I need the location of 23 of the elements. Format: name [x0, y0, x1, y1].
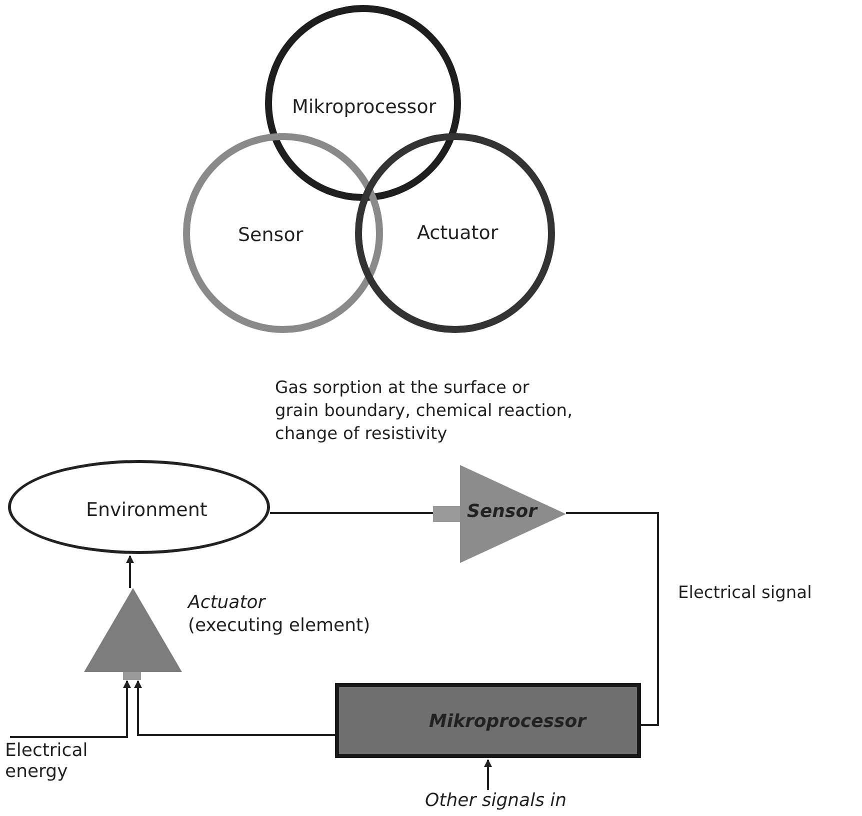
- node-label: Actuator: [417, 222, 498, 244]
- node-label: Mikroprocessor: [292, 96, 436, 118]
- ellipse-node: [8, 460, 270, 554]
- node-label: Sensor: [467, 501, 537, 522]
- node-label: Mikroprocessor: [429, 711, 586, 732]
- venn-circle: [265, 5, 461, 201]
- node-label: Other signals in: [425, 790, 567, 811]
- venn-circle: [183, 133, 383, 333]
- arrow: [126, 555, 134, 588]
- node-label: Actuator: [188, 592, 266, 613]
- node-label: Environment: [86, 499, 208, 521]
- arrow: [484, 759, 492, 790]
- process-box: [335, 683, 641, 758]
- connector-line: [270, 512, 433, 514]
- node-label: Sensor: [238, 224, 304, 246]
- edge-label: Electrical signal: [678, 583, 812, 603]
- arrow: [10, 680, 131, 738]
- arrow: [134, 680, 335, 736]
- node-label: Electrical energy: [5, 740, 89, 782]
- node-label: (executing element): [188, 615, 370, 636]
- venn-circle: [355, 133, 555, 333]
- caption-text: Gas sorption at the surface or grain boundary, chemical reaction, change of resistivity: [275, 377, 574, 446]
- connector-line: [566, 512, 659, 726]
